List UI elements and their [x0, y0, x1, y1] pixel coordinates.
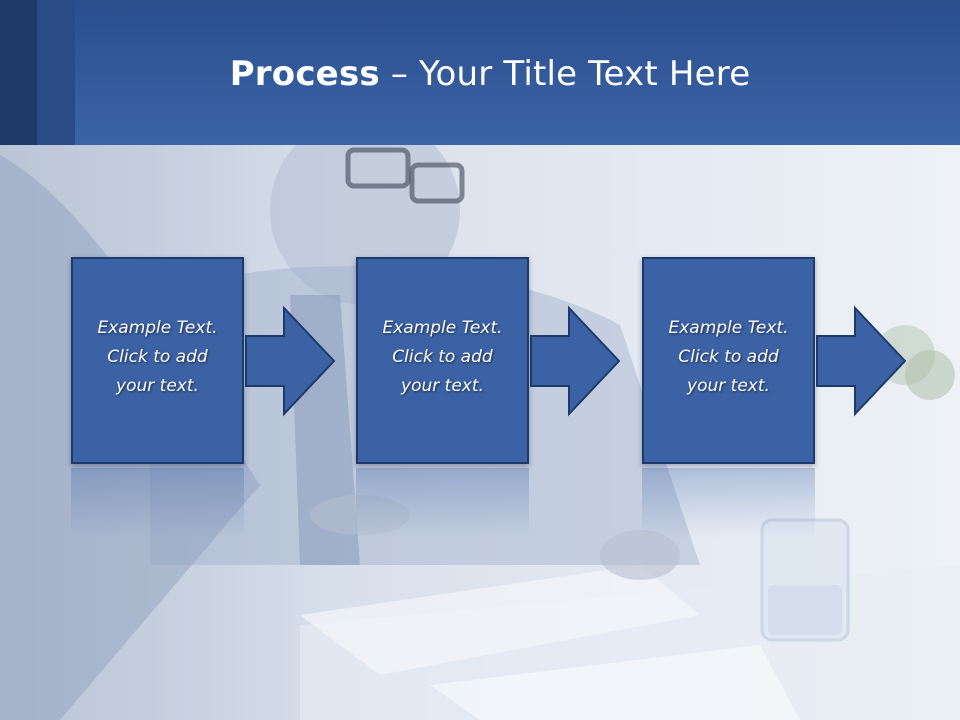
arrow-right-icon [530, 305, 621, 417]
step-text: Example Text. Click to add your text. [358, 314, 527, 401]
process-step-2[interactable]: Example Text. Click to add your text. [356, 257, 529, 464]
step-text-line: Example Text. [382, 318, 503, 338]
step-reflection [356, 468, 529, 538]
title-bold: Process [229, 54, 380, 94]
step-reflection [642, 468, 815, 538]
arrow-right-icon [816, 305, 907, 417]
step-reflection [71, 468, 244, 538]
step-text-line: Example Text. [97, 318, 218, 338]
step-text-line: Example Text. [668, 318, 789, 338]
arrow-right-icon [245, 305, 336, 417]
process-step-1[interactable]: Example Text. Click to add your text. [71, 257, 244, 464]
header-stripe [0, 0, 37, 145]
header-stripe [37, 0, 75, 145]
step-text-line: your text. [116, 376, 199, 396]
step-text-line: Click to add [107, 347, 208, 367]
step-text: Example Text. Click to add your text. [73, 314, 242, 401]
step-text-line: Click to add [678, 347, 779, 367]
title-rest: – Your Title Text Here [379, 54, 751, 94]
step-text-line: Click to add [392, 347, 493, 367]
header-band: Process – Your Title Text Here [0, 0, 960, 145]
process-step-3[interactable]: Example Text. Click to add your text. [642, 257, 815, 464]
step-text: Example Text. Click to add your text. [644, 314, 813, 401]
step-text-line: your text. [401, 376, 484, 396]
slide-title[interactable]: Process – Your Title Text Here [0, 48, 960, 100]
step-text-line: your text. [687, 376, 770, 396]
